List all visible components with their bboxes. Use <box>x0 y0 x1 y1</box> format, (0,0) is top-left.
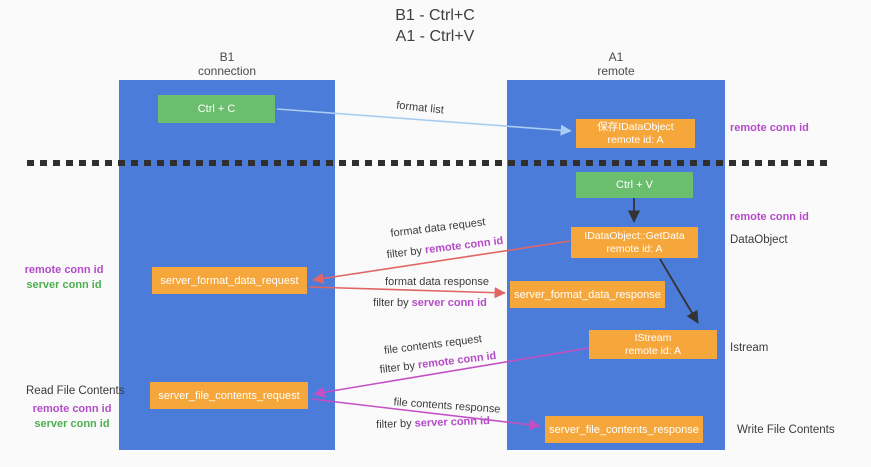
left-bottom-server-conn-id-label: server conn id <box>34 418 110 430</box>
ctrl-v-node: Ctrl + V <box>576 172 693 198</box>
istream-line1: IStream <box>634 331 672 344</box>
getdata-line2: remote id: A <box>606 242 663 255</box>
lane-b1-role: connection <box>197 64 257 78</box>
copy-paste-separator-dashed-line <box>27 160 832 166</box>
ctrl-c-label: Ctrl + C <box>197 103 236 115</box>
istream-line2: remote id: A <box>624 344 682 357</box>
server-file-contents-response-label: server_file_contents_response <box>549 423 699 436</box>
left-mid-remote-conn-id-label: remote conn id <box>24 264 104 276</box>
lane-header-b1: B1 connection <box>198 50 256 78</box>
server-format-data-request-node: server_format_data_request <box>152 267 307 294</box>
server-format-data-response-label: server_format_data_response <box>514 288 661 301</box>
ctrl-c-node: Ctrl + C <box>158 95 275 123</box>
left-mid-conn-id-labels: remote conn id server conn id <box>22 263 106 293</box>
format-list-arrow <box>276 108 572 136</box>
title-line-2: A1 - Ctrl+V <box>395 28 475 45</box>
lane-b1-name: B1 <box>219 50 235 64</box>
left-mid-server-conn-id-label: server conn id <box>26 279 102 291</box>
format-data-response-filter-label: filter by server conn id <box>373 297 487 309</box>
left-bottom-labels: Read File Contents remote conn id server… <box>26 384 125 432</box>
filter-by-text: filter by <box>375 417 415 431</box>
server-file-contents-request-label: server_file_contents_request <box>158 389 300 402</box>
save-idataobject-line2: remote id: A <box>607 133 664 146</box>
server-format-data-request-label: server_format_data_request <box>160 274 299 287</box>
server-format-data-response-node: server_format_data_response <box>510 281 665 308</box>
istream-node: IStream remote id: A <box>589 330 717 359</box>
getdata-to-istream-arrow <box>659 258 699 324</box>
file-contents-response-arrow <box>310 398 541 431</box>
right-mid-remote-conn-id-label: remote conn id <box>730 211 809 223</box>
left-bottom-remote-conn-id-label: remote conn id <box>32 403 112 415</box>
lane-a1-name: A1 <box>608 50 624 64</box>
idataobject-getdata-node: IDataObject::GetData remote id: A <box>571 227 698 258</box>
right-top-remote-conn-id-label: remote conn id <box>730 122 809 134</box>
ctrl-v-label: Ctrl + V <box>616 179 653 191</box>
server-conn-id-text: server conn id <box>411 297 487 309</box>
save-idataobject-node: 保存IDataObject remote id: A <box>576 119 695 148</box>
server-file-contents-request-node: server_file_contents_request <box>150 382 308 409</box>
write-file-contents-label: Write File Contents <box>737 424 835 436</box>
lane-a1-role: remote <box>597 64 635 78</box>
format-data-request-arrow <box>312 240 571 284</box>
istream-side-label: Istream <box>730 342 769 354</box>
filter-by-text: filter by <box>373 297 412 309</box>
title-line-1: B1 - Ctrl+C <box>395 7 475 24</box>
getdata-line1: IDataObject::GetData <box>584 229 685 242</box>
diagram-title: B1 - Ctrl+C A1 - Ctrl+V <box>395 5 475 47</box>
format-data-response-arrow <box>308 286 506 299</box>
server-file-contents-response-node: server_file_contents_response <box>545 416 703 443</box>
format-data-response-label: format data response <box>385 276 489 288</box>
read-file-contents-label: Read File Contents <box>26 385 125 397</box>
lane-header-a1: A1 remote <box>597 50 634 78</box>
file-contents-request-arrow <box>313 347 590 398</box>
save-idataobject-line1: 保存IDataObject <box>597 120 674 133</box>
dataobject-label: DataObject <box>730 234 788 246</box>
